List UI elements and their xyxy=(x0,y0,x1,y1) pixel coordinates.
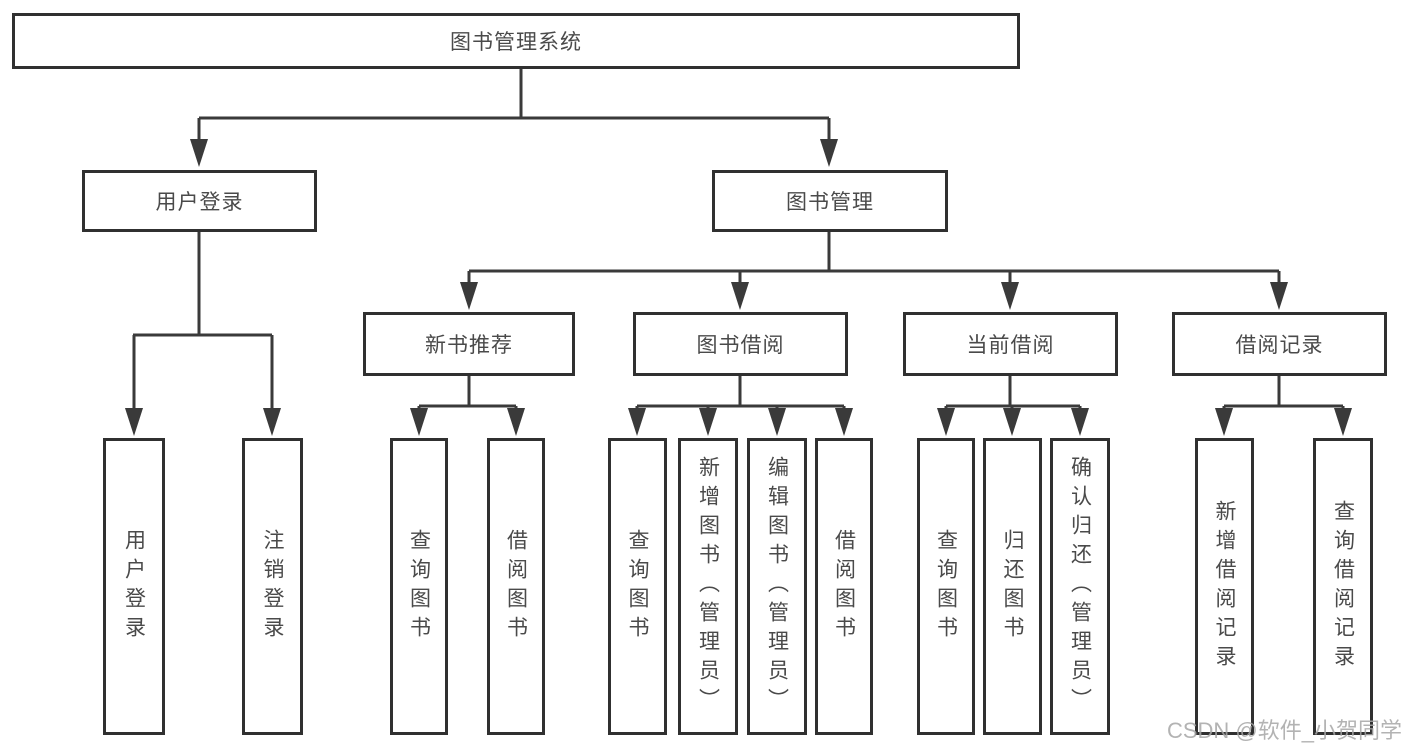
leaf-confirm-return-admin: 确认归还（管理员） xyxy=(1050,438,1110,735)
leaf-user-login: 用户登录 xyxy=(103,438,165,735)
node-new-book-recommend: 新书推荐 xyxy=(363,312,575,376)
node-current-borrow: 当前借阅 xyxy=(903,312,1118,376)
node-borrow-records-label: 借阅记录 xyxy=(1235,334,1324,357)
leaf-confirm-return-admin-label: 确认归还（管理员） xyxy=(1068,456,1092,717)
leaf-return-books: 归还图书 xyxy=(983,438,1042,735)
leaf-query-books-1: 查询图书 xyxy=(390,438,448,735)
leaf-query-books-3: 查询图书 xyxy=(917,438,975,735)
leaf-query-borrow-record: 查询借阅记录 xyxy=(1313,438,1373,735)
leaf-logout: 注销登录 xyxy=(242,438,303,735)
node-borrow-records: 借阅记录 xyxy=(1172,312,1387,376)
leaf-user-login-label: 用户登录 xyxy=(122,528,146,645)
leaf-add-books-admin: 新增图书（管理员） xyxy=(678,438,738,735)
leaf-query-books-3-label: 查询图书 xyxy=(934,528,958,645)
node-current-borrow-label: 当前借阅 xyxy=(966,334,1055,357)
leaf-add-books-admin-label: 新增图书（管理员） xyxy=(696,456,720,717)
leaf-add-borrow-record-label: 新增借阅记录 xyxy=(1213,499,1236,674)
node-user-login: 用户登录 xyxy=(82,170,317,232)
node-root: 图书管理系统 xyxy=(12,13,1020,69)
node-root-label: 图书管理系统 xyxy=(450,31,582,54)
node-book-management: 图书管理 xyxy=(712,170,948,232)
leaf-borrow-books-1: 借阅图书 xyxy=(487,438,545,735)
node-book-borrow-label: 图书借阅 xyxy=(696,334,785,357)
leaf-edit-books-admin-label: 编辑图书（管理员） xyxy=(765,456,789,717)
leaf-edit-books-admin: 编辑图书（管理员） xyxy=(747,438,807,735)
leaf-borrow-books-2-label: 借阅图书 xyxy=(832,528,856,645)
leaf-query-books-1-label: 查询图书 xyxy=(407,528,431,645)
node-user-login-label: 用户登录 xyxy=(155,191,244,214)
leaf-borrow-books-2: 借阅图书 xyxy=(815,438,873,735)
leaf-return-books-label: 归还图书 xyxy=(1001,528,1024,645)
node-book-borrow: 图书借阅 xyxy=(633,312,848,376)
node-book-management-label: 图书管理 xyxy=(786,191,874,214)
csdn-watermark: CSDN @软件_小贺同学 xyxy=(1166,718,1402,743)
leaf-query-books-2: 查询图书 xyxy=(608,438,667,735)
leaf-query-borrow-record-label: 查询借阅记录 xyxy=(1331,499,1355,674)
leaf-add-borrow-record: 新增借阅记录 xyxy=(1195,438,1254,735)
leaf-borrow-books-1-label: 借阅图书 xyxy=(504,528,528,645)
leaf-logout-label: 注销登录 xyxy=(261,528,284,645)
node-new-book-recommend-label: 新书推荐 xyxy=(425,334,513,357)
leaf-query-books-2-label: 查询图书 xyxy=(626,528,649,645)
arrowheads xyxy=(125,139,1352,436)
